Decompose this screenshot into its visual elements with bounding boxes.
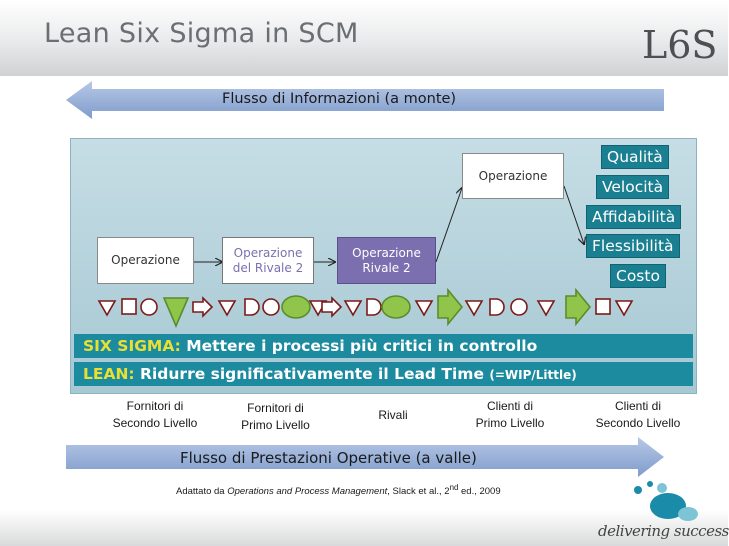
six-sigma-text: Mettere i processi più critici in contro…: [186, 337, 538, 355]
credit-suffix: ed., 2009: [458, 486, 501, 498]
performance-flow-label: Flusso di Prestazioni Operative (a valle…: [180, 449, 477, 467]
attribute-tag-cost: Costo: [610, 264, 666, 288]
operation-circle-icon: [140, 298, 158, 316]
transport-arrow-icon: [321, 296, 343, 318]
attribute-tag-speed: Velocità: [596, 175, 670, 199]
customer-operation-box: Operazione: [462, 153, 564, 199]
stage-line2: Primo Livello: [241, 418, 310, 432]
credit-authors: , Slack et al., 2: [387, 486, 450, 498]
operation-circle-icon: [262, 298, 280, 316]
inventory-triangle-icon: [97, 300, 117, 317]
stage-label: Fornitori di Secondo Livello: [100, 398, 210, 432]
delay-d-icon: [366, 298, 382, 316]
credit-work: Operations and Process Management: [227, 486, 388, 498]
stage-label: Clienti di Secondo Livello: [583, 398, 693, 432]
info-flow-arrow: [66, 80, 666, 124]
operation-label: Operazione: [111, 253, 180, 267]
drops-logo-icon: [634, 481, 698, 521]
delay-d-icon: [244, 298, 260, 316]
logo-text: L6S: [642, 23, 717, 67]
lean-text: Ridurre significativamente il Lead Time: [140, 365, 484, 383]
value-circle-icon: [381, 295, 411, 319]
attribute-tag-reliability: Affidabilità: [586, 205, 682, 229]
stage-line2: Secondo Livello: [595, 416, 681, 430]
stage-line2: Secondo Livello: [112, 416, 198, 430]
stage-label: Clienti di Primo Livello: [460, 398, 560, 432]
stage-label: Rivali: [363, 407, 423, 424]
rival-operation-line1: Operazione: [233, 245, 303, 260]
attribute-tag-flexibility: Flessibilità: [586, 234, 680, 258]
stage-line2: Primo Livello: [475, 416, 545, 430]
stage-line1: Clienti di: [614, 399, 662, 413]
transport-arrow-icon: [192, 296, 214, 318]
inventory-triangle-icon: [414, 300, 434, 317]
rival-2-operation-line2: Rivale 2: [362, 260, 411, 275]
value-transport-arrow-icon: [565, 287, 592, 327]
footer-tagline: delivering success: [598, 522, 729, 540]
inventory-triangle-icon: [536, 300, 556, 317]
page-title: Lean Six Sigma in SCM: [44, 18, 359, 49]
inventory-triangle-icon: [614, 300, 634, 317]
stage-label: Fornitori di Primo Livello: [228, 400, 323, 434]
header-bar: [0, 0, 728, 76]
inventory-triangle-icon: [217, 300, 237, 317]
info-flow-label: Flusso di Informazioni (a monte): [222, 91, 457, 107]
six-sigma-key: SIX SIGMA:: [83, 337, 181, 355]
lean-band: LEAN: Ridurre significativamente il Lead…: [74, 362, 693, 386]
inspection-square-icon: [121, 298, 137, 315]
attribute-tag-quality: Qualità: [601, 145, 669, 169]
l6s-logo: L6S: [640, 18, 717, 67]
lean-key: LEAN:: [83, 365, 135, 383]
inventory-triangle-icon: [464, 300, 484, 317]
stage-line1: Clienti di: [486, 399, 534, 413]
footer-bar: [0, 510, 728, 546]
value-triangle-icon: [162, 297, 190, 329]
delay-d-icon: [489, 298, 505, 316]
source-credit: Adattato da Operations and Process Manag…: [176, 483, 501, 497]
operation-box: Operazione: [97, 237, 194, 284]
operation-circle-icon: [510, 298, 528, 316]
credit-sup: nd: [449, 483, 459, 492]
inventory-triangle-icon: [343, 300, 363, 317]
six-sigma-band: SIX SIGMA: Mettere i processi più critic…: [74, 334, 693, 358]
lean-suffix: (=WIP/Little): [489, 368, 577, 382]
performance-flow-arrow: [66, 437, 666, 481]
value-transport-arrow-icon: [437, 287, 464, 327]
stage-line1: Fornitori di: [247, 401, 304, 415]
operation-label: Operazione: [478, 168, 548, 183]
credit-prefix: Adattato da: [176, 486, 228, 498]
value-circle-icon: [281, 295, 311, 319]
inspection-square-icon: [595, 298, 611, 315]
stage-line1: Fornitori di: [126, 399, 184, 413]
rival-operation-line2: del Rivale 2: [232, 260, 304, 275]
stage-line1: Rivali: [378, 408, 408, 422]
rival-2-operation-line1: Operazione: [352, 245, 421, 260]
